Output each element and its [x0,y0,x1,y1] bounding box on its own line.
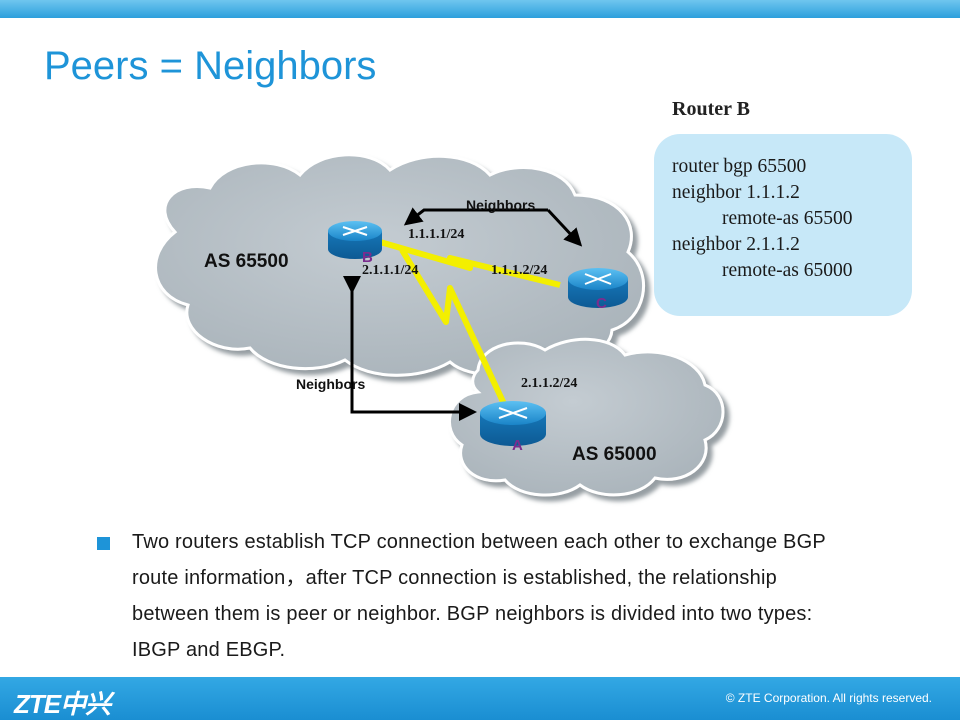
router-a-arrows-icon [498,407,528,419]
bullet-paragraph: Two routers establish TCP connection bet… [132,531,826,661]
config-line: neighbor 2.1.1.2 [672,234,800,255]
ip-label-c-b: 1.1.1.2/24 [491,263,547,278]
neighbors-label-top: Neighbors [466,197,535,213]
footer-bar: ZTE中兴 © ZTE Corporation. All rights rese… [0,677,960,720]
router-a-label: A [512,437,523,454]
as-65000-label: AS 65000 [572,444,657,465]
config-line: router bgp 65500 [672,156,807,177]
router-b-label: B [362,249,373,266]
config-line: remote-as 65500 [722,208,853,229]
config-box: router bgp 65500 neighbor 1.1.1.2 remote… [654,134,912,316]
router-c [568,268,628,308]
router-c-label: C [596,295,607,312]
neighbors-arrow-b-a [343,276,477,421]
neighbors-label-bottom: Neighbors [296,376,365,392]
ip-label-b-c: 1.1.1.1/24 [408,227,464,242]
config-line: remote-as 65000 [722,260,853,281]
router-a [480,401,546,446]
ip-label-a-b: 2.1.1.2/24 [521,376,577,391]
config-line: neighbor 1.1.1.2 [672,182,800,203]
ip-label-b-a: 2.1.1.1/24 [362,263,418,278]
router-c-arrows-icon [584,273,612,285]
copyright-text: © ZTE Corporation. All rights reserved. [725,691,932,705]
zte-logo: ZTE中兴 [14,689,111,719]
neighbors-arrow-c [546,208,583,247]
cloud-as-65000 [447,337,725,497]
top-accent-bar [0,0,960,18]
bullet-square-icon [97,537,110,550]
as-65500-label: AS 65500 [204,251,289,272]
slide-title: Peers = Neighbors [44,44,377,88]
neighbors-arrow-b-c [403,207,548,226]
router-b-arrows-icon [342,226,368,236]
router-b [328,221,382,259]
config-title: Router B [672,98,750,120]
link-b-c [379,239,561,288]
